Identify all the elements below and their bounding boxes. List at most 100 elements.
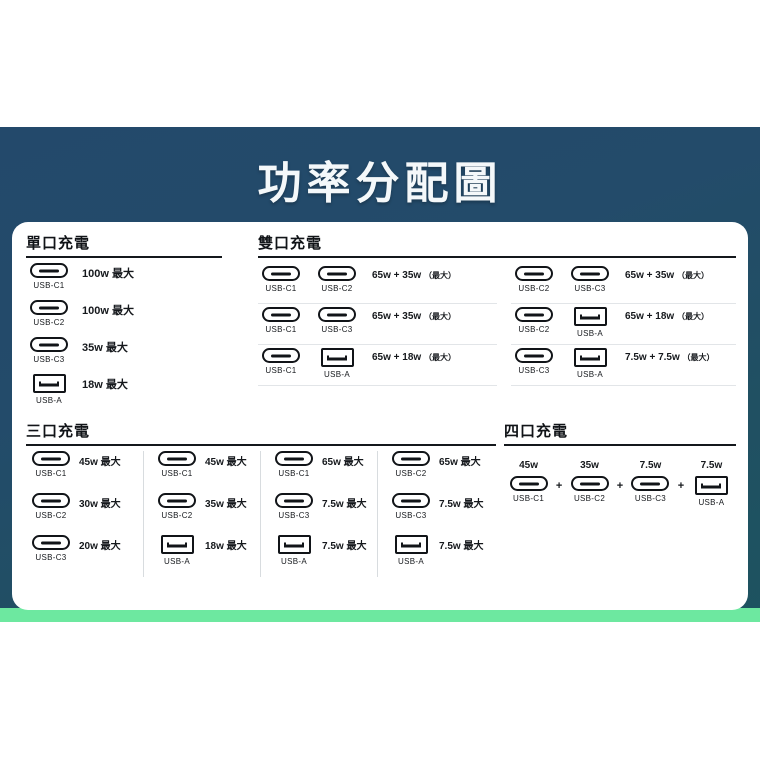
wattage-label: 7.5w <box>700 460 723 471</box>
wattage-note: （最大） <box>682 353 715 362</box>
wattage-label: 7.5w <box>639 460 662 471</box>
port-label: USB-A <box>577 370 603 379</box>
triple-port-row: USB-C1 65w 最大 <box>271 451 377 493</box>
port-label: USB-C3 <box>395 511 427 520</box>
wattage-label: 65w 最大 <box>439 457 481 468</box>
port-usb-c2: USB-C2 <box>154 493 200 520</box>
usb-c-connector-icon <box>158 451 196 466</box>
section-rule-triple <box>26 444 496 446</box>
wattage-label: 45w 最大 <box>205 457 247 468</box>
wattage-label: 65w + 18w （最大） <box>625 311 709 322</box>
wattage-label: 65w 最大 <box>322 457 364 468</box>
plus-separator-icon: + <box>616 480 624 492</box>
usb-c-connector-icon <box>392 451 430 466</box>
dual-port-row: USB-C2 USB-A 65w + 18w （最大） <box>511 304 736 345</box>
port-label: USB-C2 <box>321 284 353 293</box>
port-usb-c3: USB-C3 <box>271 493 317 520</box>
port-usb-c1: USB-C1 <box>154 451 200 478</box>
wattage-label: 65w + 35w （最大） <box>372 270 456 281</box>
usb-a-connector-icon <box>694 476 728 495</box>
wattage-label: 35w <box>580 460 599 471</box>
port-label: USB-A <box>36 396 62 405</box>
port-usb-c2: USB-C2 <box>567 476 613 503</box>
wattage-label: 45w 最大 <box>79 457 121 468</box>
port-label: USB-A <box>577 329 603 338</box>
port-usb-c1: USB-C1 <box>258 348 304 379</box>
port-label: USB-C3 <box>33 355 65 364</box>
usb-c-connector-icon <box>515 348 553 363</box>
usb-a-connector-icon <box>32 374 66 393</box>
port-usb-a: USB-A <box>314 348 360 379</box>
plus-separator-icon: + <box>555 480 563 492</box>
usb-c-connector-icon <box>318 266 356 281</box>
wattage-note: （最大） <box>676 312 709 321</box>
usb-c-connector-icon <box>262 307 300 322</box>
usb-a-connector-icon <box>573 307 607 326</box>
port-label: USB-C3 <box>574 284 606 293</box>
port-usb-a: USB-A <box>688 476 734 507</box>
triple-port-row: USB-C3 20w 最大 <box>28 535 143 577</box>
usb-c-connector-icon <box>262 348 300 363</box>
port-label: USB-C2 <box>518 325 550 334</box>
wattage-label: 20w 最大 <box>79 541 121 552</box>
port-label: USB-C1 <box>35 469 67 478</box>
wattage-note: （最大） <box>423 271 456 280</box>
usb-a-connector-icon <box>573 348 607 367</box>
triple-port-row: USB-C2 65w 最大 <box>388 451 494 493</box>
usb-c-connector-icon <box>30 337 68 352</box>
plus-separator-icon: + <box>677 480 685 492</box>
usb-c-connector-icon <box>262 266 300 281</box>
port-label: USB-C3 <box>35 553 67 562</box>
port-label: USB-C1 <box>278 469 310 478</box>
port-usb-c2: USB-C2 <box>314 266 360 293</box>
port-usb-c1: USB-C1 <box>28 451 74 478</box>
port-usb-a: USB-A <box>567 307 613 338</box>
port-usb-c2: USB-C2 <box>511 266 557 293</box>
usb-a-connector-icon <box>320 348 354 367</box>
port-usb-c1: USB-C1 <box>506 476 552 503</box>
port-label: USB-C2 <box>33 318 65 327</box>
wattage-label: 7.5w + 7.5w （最大） <box>625 352 715 363</box>
port-label: USB-A <box>324 370 350 379</box>
wattage-label: 7.5w 最大 <box>322 499 367 510</box>
usb-c-connector-icon <box>32 535 70 550</box>
usb-c-connector-icon <box>631 476 670 491</box>
wattage-label: 65w + 35w （最大） <box>625 270 709 281</box>
wattage-note: （最大） <box>423 312 456 321</box>
port-label: USB-A <box>281 557 307 566</box>
usb-c-connector-icon <box>570 476 609 491</box>
port-usb-c2: USB-C2 <box>26 300 72 327</box>
port-usb-c1: USB-C1 <box>258 307 304 334</box>
page-title: 功率分配圖 <box>257 158 503 209</box>
wattage-note: （最大） <box>423 353 456 362</box>
port-usb-a: USB-A <box>26 374 72 405</box>
port-usb-c2: USB-C2 <box>388 451 434 478</box>
port-label: USB-A <box>698 498 725 507</box>
section-rule-quad <box>504 444 736 446</box>
port-label: USB-C3 <box>518 366 550 375</box>
port-usb-c2: USB-C2 <box>511 307 557 338</box>
port-label: USB-C2 <box>35 511 67 520</box>
usb-c-connector-icon <box>392 493 430 508</box>
usb-c-connector-icon <box>571 266 609 281</box>
port-usb-c3: USB-C3 <box>28 535 74 562</box>
